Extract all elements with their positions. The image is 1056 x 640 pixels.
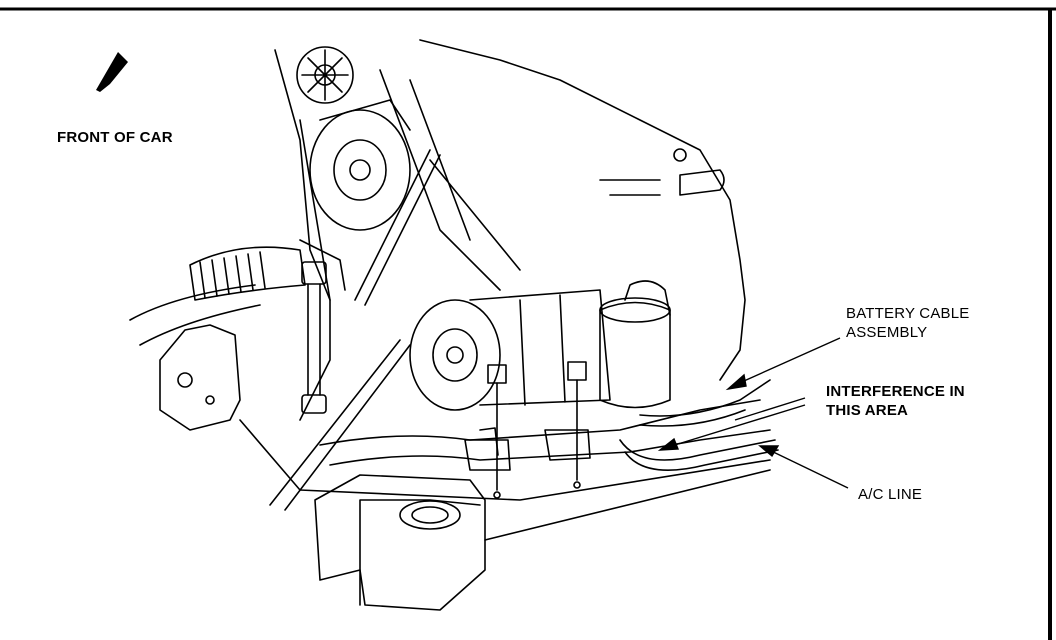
upper-right-fitting [599,169,725,196]
battery-cable-label-line-1: BATTERY CABLE [846,305,970,322]
link-rod [301,261,327,414]
ac-line-leader [764,447,849,489]
hose-clamp-left [464,427,511,471]
engine-block [274,39,746,421]
interference-label-line-2: THIS AREA [826,402,909,419]
interference-label-line-1: INTERFERENCE IN [826,383,965,400]
hose-bundle [189,239,346,301]
drive-belt [299,69,521,301]
front-of-car-label: FRONT OF CAR [57,129,173,146]
mounting-bolt-left [487,364,507,499]
front-direction-arrow-icon [96,52,128,92]
ac-line-arrow-icon [758,445,780,458]
mounting-bolt-right [567,361,587,489]
hose-clamp-right [544,429,591,461]
tensioner-strut [269,149,441,511]
battery-cable-label: BATTERY CABLE ASSEMBLY [846,304,969,342]
interference-leader-lower [664,404,806,449]
compressor-pulley [409,289,611,411]
interference-arrow-icon [657,437,680,451]
battery-cable-arrow-icon [725,373,747,391]
left-rail-lines [129,284,261,346]
battery-cable [639,379,771,427]
accumulator-canister [599,280,671,409]
battery-cable-label-line-2: ASSEMBLY [846,324,928,341]
interference-label: INTERFERENCE IN THIS AREA [826,382,965,420]
lower-mount-block [314,469,771,611]
left-mount-bracket [159,324,241,431]
battery-cable-leader [734,337,841,386]
ac-line [619,439,779,471]
lower-crossmember [239,399,771,501]
water-pump-pulley [309,99,411,231]
ac-line-label: A/C LINE [858,486,923,503]
interference-leader-upper [734,397,806,421]
diagram-border [0,7,1056,640]
top-pulley [296,46,354,104]
